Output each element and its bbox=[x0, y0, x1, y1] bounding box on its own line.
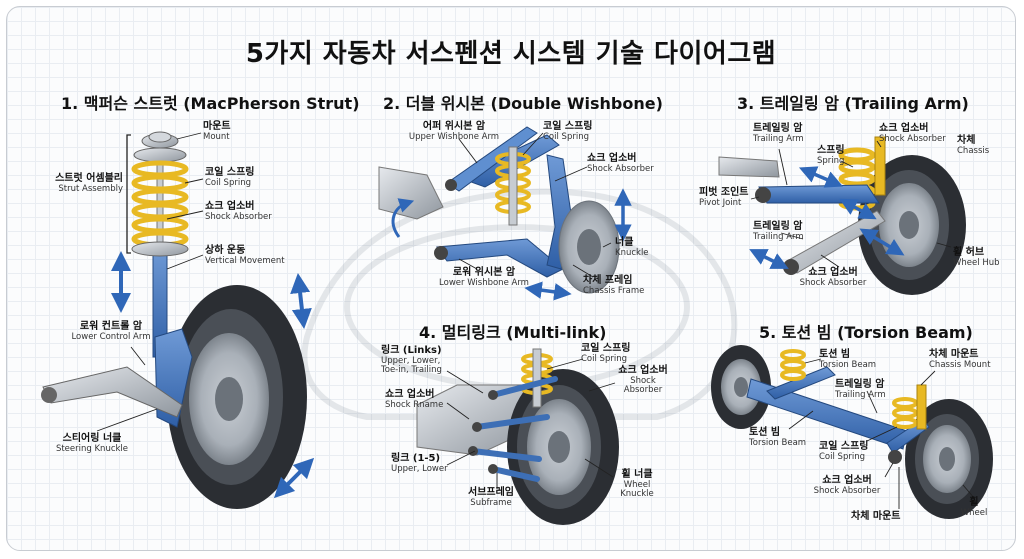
multi-link-illustration bbox=[416, 348, 619, 525]
section-heading-multi-link: 4. 멀티링크 (Multi-link) bbox=[419, 323, 607, 342]
trailing-arm-illustration bbox=[718, 136, 966, 295]
section-heading-torsion-beam: 5. 토션 빔 (Torsion Beam) bbox=[759, 323, 973, 342]
section-heading-macpherson: 1. 맥퍼슨 스트럿 (MacPherson Strut) bbox=[61, 94, 360, 113]
page-title: 5가지 자동차 서스펜션 시스템 기술 다이어그램 bbox=[245, 39, 777, 69]
label-links: 링크 (Links)Upper, Lower,Toe-in, Trailing bbox=[381, 345, 442, 376]
torsion-beam-illustration bbox=[711, 345, 993, 519]
section-heading-trailing-arm: 3. 트레일링 암 (Trailing Arm) bbox=[737, 94, 969, 113]
section-heading-double-wishbone: 2. 더블 위시본 (Double Wishbone) bbox=[383, 94, 663, 113]
label-tb-chassis-mount-bottom: 차체 마운트 bbox=[851, 511, 901, 522]
suspension-illustration bbox=[41, 126, 993, 525]
diagram-frame: 5가지 자동차 서스펜션 시스템 기술 다이어그램 bbox=[6, 6, 1016, 551]
macpherson-strut-illustration bbox=[41, 131, 315, 509]
double-wishbone-illustration bbox=[378, 126, 632, 301]
label-links-count: 링크 (1-5)Upper, Lower bbox=[391, 453, 448, 474]
